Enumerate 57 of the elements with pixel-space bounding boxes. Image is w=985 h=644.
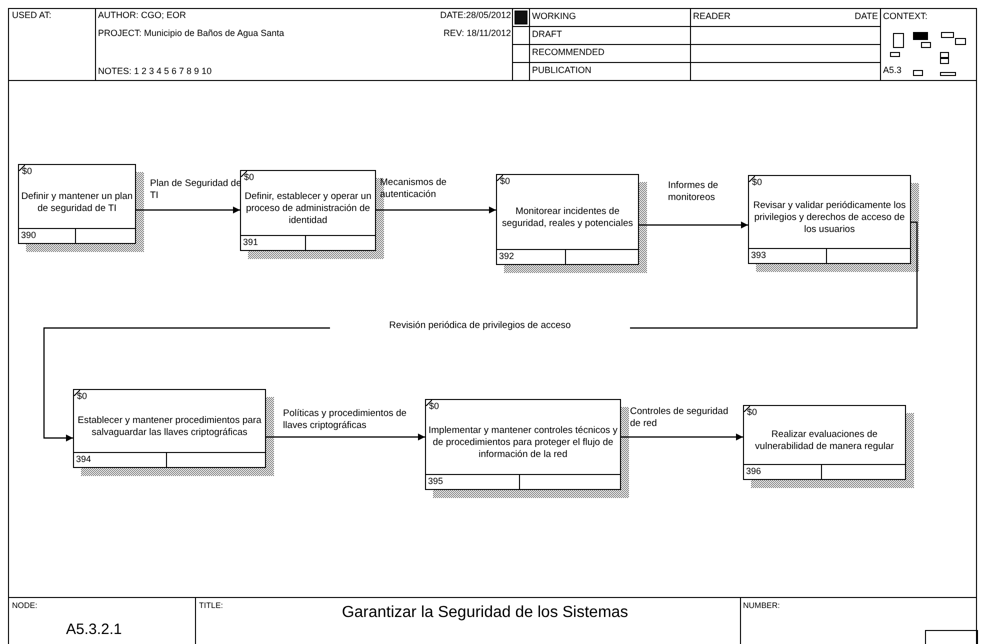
form-label: A5.3.2.1 xyxy=(66,621,122,639)
form-label: CONTEXT: xyxy=(883,11,928,22)
activity-name: Definir, establecer y operar un proceso de administración de identidad xyxy=(244,191,372,227)
cost-label: $0 xyxy=(752,177,762,188)
diagram-title: Garantizar la Seguridad de los Sistemas xyxy=(340,603,630,622)
activity-number: 392 xyxy=(497,249,566,264)
form-label: USED AT: xyxy=(12,10,52,21)
cost-label: $0 xyxy=(244,172,254,183)
form-label: PUBLICATION xyxy=(532,65,592,76)
activity-box xyxy=(240,170,376,251)
edge-label: Políticas y procedimientos de llaves criptográficas xyxy=(283,408,408,432)
cost-label: $0 xyxy=(500,176,510,187)
activity-name: Revisar y validar periódicamente los privilegios y derechos de acceso de los usuarios xyxy=(752,200,907,236)
activity-name: Implementar y mantener controles técnicos y de procedimientos para proteger el flujo de información de la red xyxy=(427,425,619,461)
arrow xyxy=(621,434,743,440)
form-label: DATE xyxy=(854,11,878,22)
activity-name: Realizar evaluaciones de vulnerabilidad de manera regular xyxy=(754,429,895,453)
form-label: AUTHOR: CGO; EOR xyxy=(98,10,186,21)
activity-name: Monitorear incidentes de seguridad, reales y potenciales xyxy=(501,206,634,230)
form-label: TITLE: xyxy=(199,600,224,611)
arrow xyxy=(376,206,496,214)
cost-label: $0 xyxy=(429,401,440,412)
activity-box xyxy=(18,164,136,244)
activity-box xyxy=(73,389,266,468)
activity-number: 393 xyxy=(749,248,827,263)
activity-number: 391 xyxy=(241,235,306,250)
activity-box xyxy=(425,399,621,490)
activity-box xyxy=(496,174,639,265)
activity-number: 395 xyxy=(426,474,520,489)
form-label: PROJECT: Municipio de Baños de Agua Santa xyxy=(98,28,284,39)
cost-label: $0 xyxy=(77,391,88,402)
activity-box xyxy=(748,175,911,264)
form-label: NUMBER: xyxy=(743,600,780,611)
edge-label: Controles de seguridad de red xyxy=(630,406,730,430)
activity-number: 394 xyxy=(74,452,167,467)
cost-label: $0 xyxy=(22,166,32,177)
form-label: NOTES: 1 2 3 4 5 6 7 8 9 10 xyxy=(98,66,212,77)
form-label: RECOMMENDED xyxy=(532,47,605,58)
form-label: A5.3 xyxy=(883,65,902,76)
form-label: DRAFT xyxy=(532,29,562,40)
form-label: WORKING xyxy=(532,11,576,22)
arrow xyxy=(639,222,748,228)
arrow xyxy=(266,434,425,440)
cost-label: $0 xyxy=(747,407,758,418)
form-label: DATE:28/05/2012 xyxy=(439,10,511,21)
form-label: NODE: xyxy=(12,600,38,611)
form-label: READER xyxy=(693,11,731,22)
activity-name: Definir y mantener un plan de seguridad de TI xyxy=(20,190,134,214)
activity-box xyxy=(743,405,906,480)
activity-number: 390 xyxy=(19,228,76,243)
edge-label: Mecanismos de autenticación xyxy=(380,177,448,201)
edge-label: Informes de monitoreos xyxy=(668,180,720,204)
activity-number: 396 xyxy=(744,464,822,479)
form-label: REV: 18/11/2012 xyxy=(442,28,511,39)
arrow xyxy=(136,206,240,214)
activity-name: Establecer y mantener procedimientos para salvaguardar las llaves criptográficas xyxy=(76,415,262,439)
edge-label: Revisión periódica de privilegios de acceso xyxy=(330,320,630,332)
